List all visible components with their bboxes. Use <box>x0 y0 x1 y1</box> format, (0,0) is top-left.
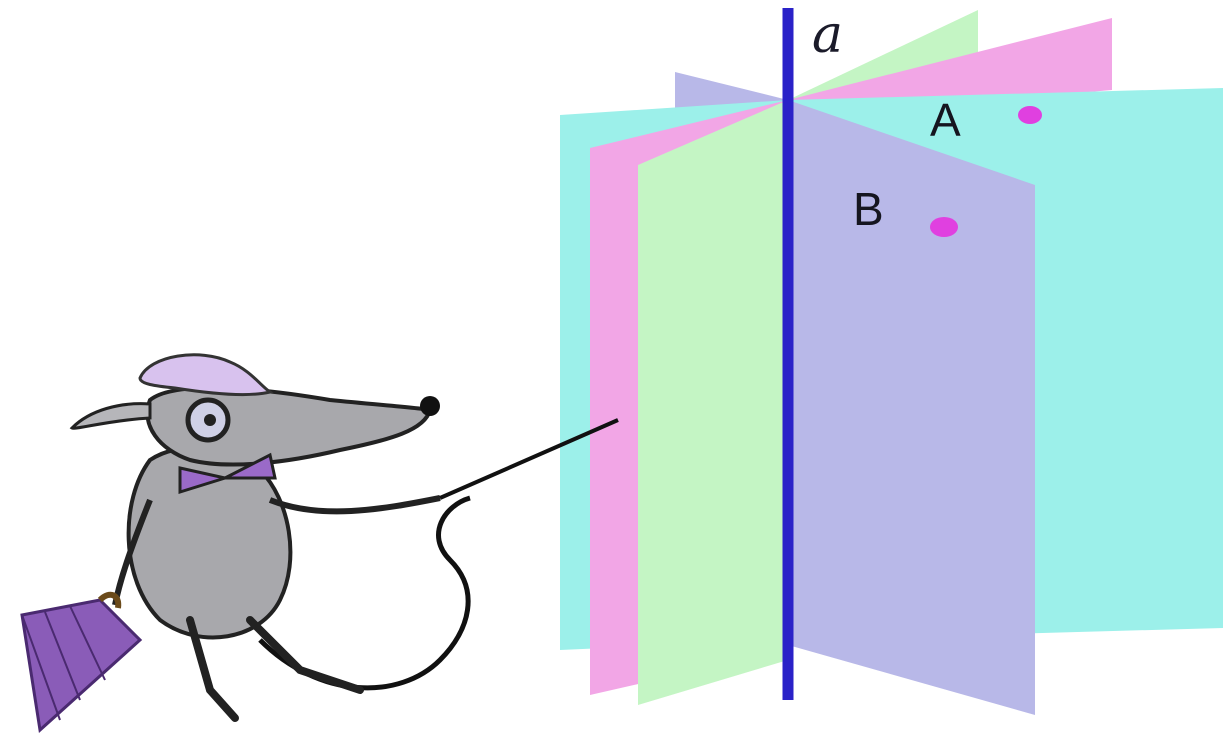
mouse-teacher-icon <box>69 353 471 722</box>
point-a <box>1018 106 1042 124</box>
point-b <box>930 217 958 237</box>
plane-green-front <box>638 100 788 705</box>
pointer-stick-icon <box>439 418 619 500</box>
point-a-label: A <box>930 94 961 146</box>
mouse-arm-right <box>268 495 441 515</box>
line-a-label: a <box>812 5 843 65</box>
mouse-nose <box>420 396 440 416</box>
point-b-label: B <box>853 183 884 235</box>
mouse-leg-left <box>186 616 239 722</box>
plane-green-back <box>788 10 978 112</box>
mouse-bowtie <box>178 452 277 495</box>
plane-lavender-front <box>788 100 1035 715</box>
mouse-eye <box>204 414 216 426</box>
umbrella-ribs <box>21 605 106 721</box>
mouse-ear <box>69 402 152 430</box>
mouse-leg-right <box>246 616 364 694</box>
umbrella-handle <box>97 591 122 609</box>
umbrella-icon <box>20 591 143 733</box>
plane-pink-back <box>788 18 1112 118</box>
mouse-hat <box>138 353 274 397</box>
